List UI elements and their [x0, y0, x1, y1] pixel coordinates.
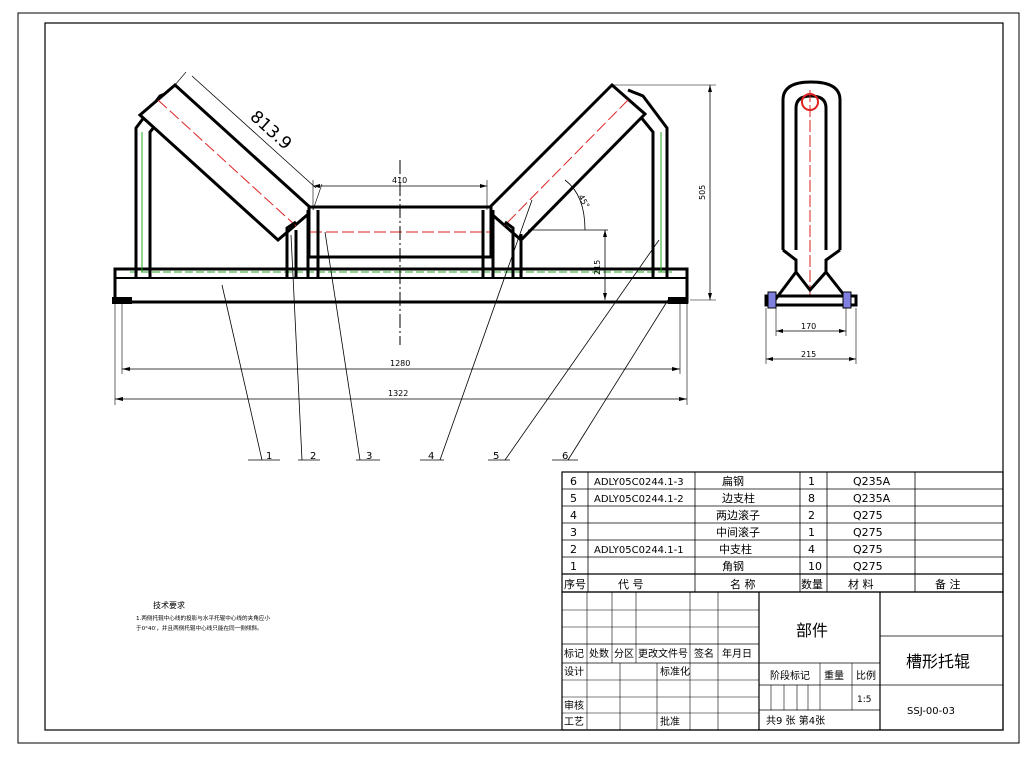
bom-rows: 6 ADLY05C0244.1-3 扁钢 1 Q235A 5 ADLY05C02…	[564, 475, 961, 591]
svg-text:1: 1	[808, 475, 815, 488]
svg-text:4: 4	[570, 509, 577, 522]
svg-text:10: 10	[808, 560, 822, 573]
svg-text:分区: 分区	[614, 648, 634, 660]
svg-text:1: 1	[570, 560, 577, 573]
svg-text:Q275: Q275	[853, 560, 883, 573]
tech-title: 技术要求	[153, 600, 185, 610]
svg-text:1: 1	[808, 526, 815, 539]
svg-text:Q275: Q275	[853, 509, 883, 522]
svg-text:审核: 审核	[564, 699, 584, 712]
svg-text:5: 5	[570, 492, 577, 505]
front-view: 813.9 410 45° 215 505 1280	[112, 71, 716, 462]
tech-line-1: 1.两侧托辊中心线的投影与水平托辊中心线的夹角应小	[136, 614, 270, 622]
svg-text:工艺: 工艺	[564, 716, 584, 728]
svg-text:中间滚子: 中间滚子	[716, 525, 760, 539]
svg-text:更改文件号: 更改文件号	[638, 647, 688, 660]
svg-text:阶段标记: 阶段标记	[770, 669, 810, 682]
bom-row: 6 ADLY05C0244.1-3 扁钢 1 Q235A	[570, 475, 891, 488]
balloon-6: 6	[562, 451, 568, 462]
svg-text:标准化: 标准化	[660, 665, 690, 678]
bom-row: 2 ADLY05C0244.1-1 中支柱 4 Q275	[570, 542, 883, 556]
svg-text:ADLY05C0244.1-3: ADLY05C0244.1-3	[594, 477, 684, 488]
svg-text:材 料: 材 料	[848, 577, 874, 591]
middle-support-left-2	[306, 210, 320, 278]
svg-text:8: 8	[808, 492, 815, 505]
svg-text:Q235A: Q235A	[853, 475, 891, 488]
svg-text:3: 3	[570, 526, 577, 539]
dim-height-mid: 215	[593, 260, 602, 275]
svg-text:Q275: Q275	[853, 526, 883, 539]
svg-text:代 号: 代 号	[618, 578, 644, 591]
svg-text:两边滚子: 两边滚子	[716, 508, 760, 522]
svg-text:Q235A: Q235A	[853, 492, 891, 505]
bolt-left	[767, 291, 777, 309]
bolt-right	[842, 291, 852, 309]
svg-text:比例: 比例	[856, 669, 876, 682]
svg-text:数量: 数量	[801, 578, 823, 591]
balloon-4: 4	[428, 451, 434, 462]
side-view: 170 215	[764, 80, 858, 364]
svg-text:序号: 序号	[564, 577, 586, 591]
svg-text:批准: 批准	[660, 715, 680, 728]
svg-text:名 称: 名 称	[730, 577, 756, 591]
dim-angle: 45°	[576, 193, 591, 210]
outer-border	[17, 12, 1020, 744]
dim-height-total: 505	[698, 185, 707, 200]
svg-text:中支柱: 中支柱	[719, 542, 752, 556]
svg-text:ADLY05C0244.1-1: ADLY05C0244.1-1	[594, 545, 684, 556]
svg-text:年月日: 年月日	[722, 647, 752, 660]
side-base	[773, 248, 850, 301]
svg-text:Q275: Q275	[853, 543, 883, 556]
sheet-count: 共9 张 第4张	[766, 714, 825, 727]
drawing-title: 槽形托辊	[906, 652, 970, 671]
svg-text:签名: 签名	[694, 647, 714, 660]
left-side-roller	[137, 83, 316, 242]
balloon-1: 1	[266, 451, 272, 462]
dim-side-170: 170	[801, 322, 816, 331]
bom-table	[561, 471, 1004, 593]
svg-text:设计: 设计	[564, 665, 584, 678]
svg-text:备 注: 备 注	[935, 577, 961, 591]
svg-text:扁钢: 扁钢	[722, 475, 744, 488]
svg-text:2: 2	[570, 543, 577, 556]
balloon-2: 2	[310, 451, 316, 462]
title-block	[561, 591, 1004, 731]
scale-value: 1:5	[857, 695, 871, 705]
svg-text:重量: 重量	[824, 669, 844, 682]
svg-text:6: 6	[570, 475, 577, 488]
svg-text:4: 4	[808, 543, 815, 556]
svg-text:角钢: 角钢	[722, 560, 744, 573]
bom-row: 5 ADLY05C0244.1-2 边支柱 8 Q235A	[570, 491, 891, 505]
svg-text:标记: 标记	[564, 648, 584, 660]
bom-row: 1 角钢 10 Q275	[570, 560, 883, 573]
svg-text:处数: 处数	[589, 647, 609, 660]
middle-support-right-2	[504, 220, 523, 278]
drawing-number: SSJ-00-03	[907, 706, 955, 717]
balloon-5: 5	[493, 451, 499, 462]
middle-support-right	[481, 210, 495, 278]
inner-border	[44, 22, 1004, 731]
side-bracket-outline	[781, 80, 842, 250]
balloon-leaders	[221, 199, 669, 461]
dim-width-1280: 1280	[390, 359, 410, 368]
svg-text:边支柱: 边支柱	[722, 491, 755, 505]
part-label: 部件	[796, 621, 828, 640]
dim-side-215: 215	[801, 350, 816, 359]
tech-line-2: 于0°40′，并且两侧托辊中心线只能在同一侧倾斜。	[136, 624, 263, 632]
dim-width-1322: 1322	[388, 389, 408, 398]
svg-text:2: 2	[808, 509, 815, 522]
title-block-text: 标记 处数 分区 更改文件号 签名 年月日 设计 标准化 审核 工艺 批准 部件…	[564, 621, 970, 728]
balloon-3: 3	[366, 451, 372, 462]
dim-mid-gap: 410	[392, 176, 407, 185]
bom-row: 4 两边滚子 2 Q275	[570, 508, 883, 522]
tech-requirements: 技术要求 1.两侧托辊中心线的投影与水平托辊中心线的夹角应小 于0°40′，并且…	[136, 600, 270, 632]
bom-header: 序号 代 号 名 称 数量 材 料 备 注	[564, 577, 961, 591]
svg-text:ADLY05C0244.1-2: ADLY05C0244.1-2	[594, 494, 684, 505]
middle-support-left	[285, 220, 298, 278]
base-beam	[113, 267, 689, 304]
bom-row: 3 中间滚子 1 Q275	[570, 525, 883, 539]
